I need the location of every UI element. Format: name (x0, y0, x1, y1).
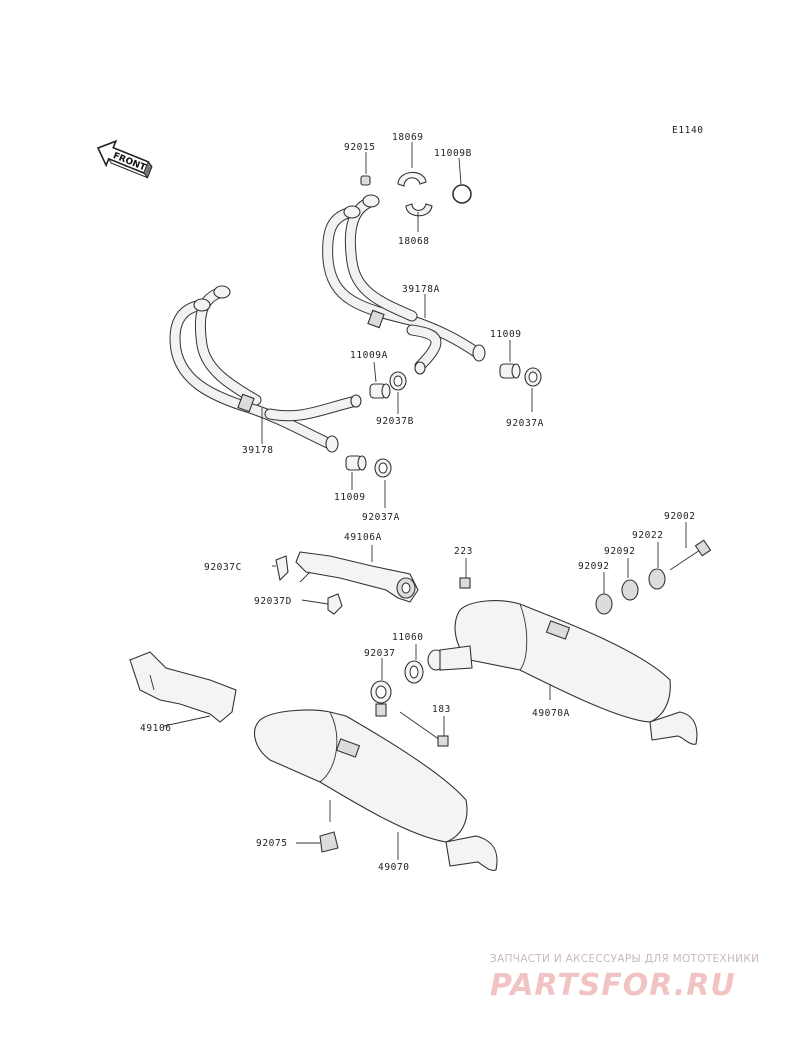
watermark-brand: PARTSFOR.RU (490, 968, 736, 1003)
watermark-tagline: ЗАПЧАСТИ И АКСЕССУАРЫ ДЛЯ МОТОТЕХНИКИ (490, 953, 759, 965)
gasket-11060-icon (404, 660, 424, 684)
label-223: 223 (454, 546, 473, 557)
label-92002: 92002 (664, 511, 696, 522)
part-18068-icon (405, 203, 433, 217)
grommet-92092-b-icon (621, 579, 639, 601)
label-11009a: 11009A (350, 350, 388, 361)
front-arrow-icon: FRONT (96, 139, 153, 179)
exhaust-pipe-39178a (322, 194, 486, 375)
label-18069: 18069 (392, 132, 424, 143)
washer-92022-icon (648, 568, 666, 590)
label-92092-b: 92092 (604, 546, 636, 557)
label-49106: 49106 (140, 723, 172, 734)
label-92037d: 92037D (254, 596, 292, 607)
label-49070a: 49070A (532, 708, 570, 719)
clip-92037c-icon (275, 555, 289, 582)
part-11009b-icon (452, 184, 472, 204)
muffler-49070 (254, 709, 498, 871)
label-92037b: 92037B (376, 416, 414, 427)
label-92092-a: 92092 (578, 561, 610, 572)
part-11009-left-icon (345, 455, 367, 471)
label-18068: 18068 (398, 236, 430, 247)
clip-92037d-icon (327, 593, 343, 615)
label-39178a: 39178A (402, 284, 440, 295)
part-92015-icon (360, 175, 371, 186)
exhaust-pipe-39178 (169, 285, 362, 453)
grommet-92092-a-icon (595, 593, 613, 615)
part-92037a-left-icon (374, 458, 392, 478)
label-92037c: 92037C (204, 562, 242, 573)
label-39178: 39178 (242, 445, 274, 456)
part-11009a-icon (369, 383, 391, 399)
clamp-92037-icon (370, 680, 392, 717)
bolt-183-icon (399, 711, 449, 747)
heat-shield-49106-icon (129, 651, 237, 723)
label-183: 183 (432, 704, 451, 715)
diagram-code: E1140 (672, 125, 704, 136)
label-11009-left: 11009 (334, 492, 366, 503)
part-92037a-right-icon (524, 367, 542, 387)
bolt-223-icon (459, 577, 471, 589)
label-92022: 92022 (632, 530, 664, 541)
label-92015: 92015 (344, 142, 376, 153)
bracket-49106a-icon (295, 551, 419, 603)
label-11009-right: 11009 (490, 329, 522, 340)
label-92037: 92037 (364, 648, 396, 659)
label-92075: 92075 (256, 838, 288, 849)
leader-lines (163, 142, 687, 860)
label-11009b: 11009B (434, 148, 472, 159)
label-49070: 49070 (378, 862, 410, 873)
part-18069-icon (397, 171, 427, 187)
bolt-92002-icon (669, 539, 712, 571)
label-49106a: 49106A (344, 532, 382, 543)
part-92037b-icon (389, 371, 407, 391)
muffler-49070a (427, 600, 698, 745)
part-11009-right-icon (499, 363, 521, 379)
grommet-92075-icon (319, 831, 339, 853)
label-92037a-right: 92037A (506, 418, 544, 429)
label-11060: 11060 (392, 632, 424, 643)
label-92037a-left: 92037A (362, 512, 400, 523)
